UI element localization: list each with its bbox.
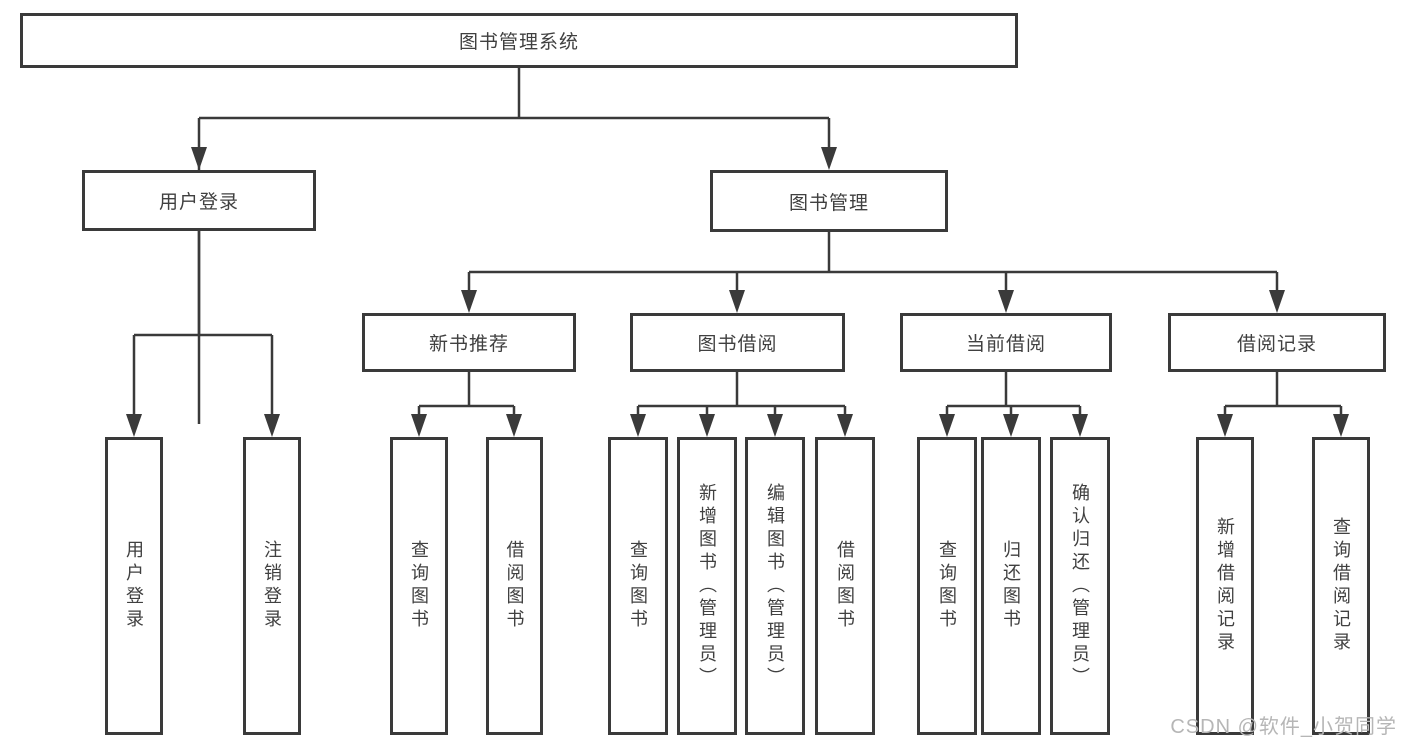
node-borrowing-records: 借阅记录 [1168,313,1386,372]
connector-userlogin-to-leaves [132,231,274,424]
arrowheads [126,147,1349,437]
leaf-borrow-book-recommend: 借阅图书 [486,437,543,735]
leaf-add-borrow-record: 新增借阅记录 [1196,437,1254,735]
node-book-management: 图书管理 [710,170,948,232]
leaf-borrow-book: 借阅图书 [815,437,875,735]
node-root-library-system: 图书管理系统 [20,13,1018,68]
leaf-query-borrow-record: 查询借阅记录 [1312,437,1370,735]
node-book-borrowing: 图书借阅 [630,313,845,372]
leaf-user-login: 用户登录 [105,437,163,735]
leaf-add-book-admin: 新增图书（管理员） [677,437,737,735]
node-current-borrowing: 当前借阅 [900,313,1112,372]
leaf-query-book-borrow: 查询图书 [608,437,668,735]
watermark: CSDN @软件_小贺同学 [1170,716,1397,738]
leaf-query-book-current: 查询图书 [917,437,977,735]
connector-newbook-to-leaves [417,372,516,424]
node-new-book-recommend: 新书推荐 [362,313,576,372]
connector-root-to-level2 [197,68,831,424]
connector-record-to-leaves [1223,372,1343,424]
connector-bookmgmt-to-level3 [467,232,1279,300]
leaf-return-book: 归还图书 [981,437,1041,735]
leaf-edit-book-admin: 编辑图书（管理员） [745,437,805,735]
leaf-confirm-return-admin: 确认归还（管理员） [1050,437,1110,735]
leaf-logout: 注销登录 [243,437,301,735]
node-user-login: 用户登录 [82,170,316,231]
connector-borrow-to-leaves [636,372,847,424]
leaf-query-book-recommend: 查询图书 [390,437,448,735]
